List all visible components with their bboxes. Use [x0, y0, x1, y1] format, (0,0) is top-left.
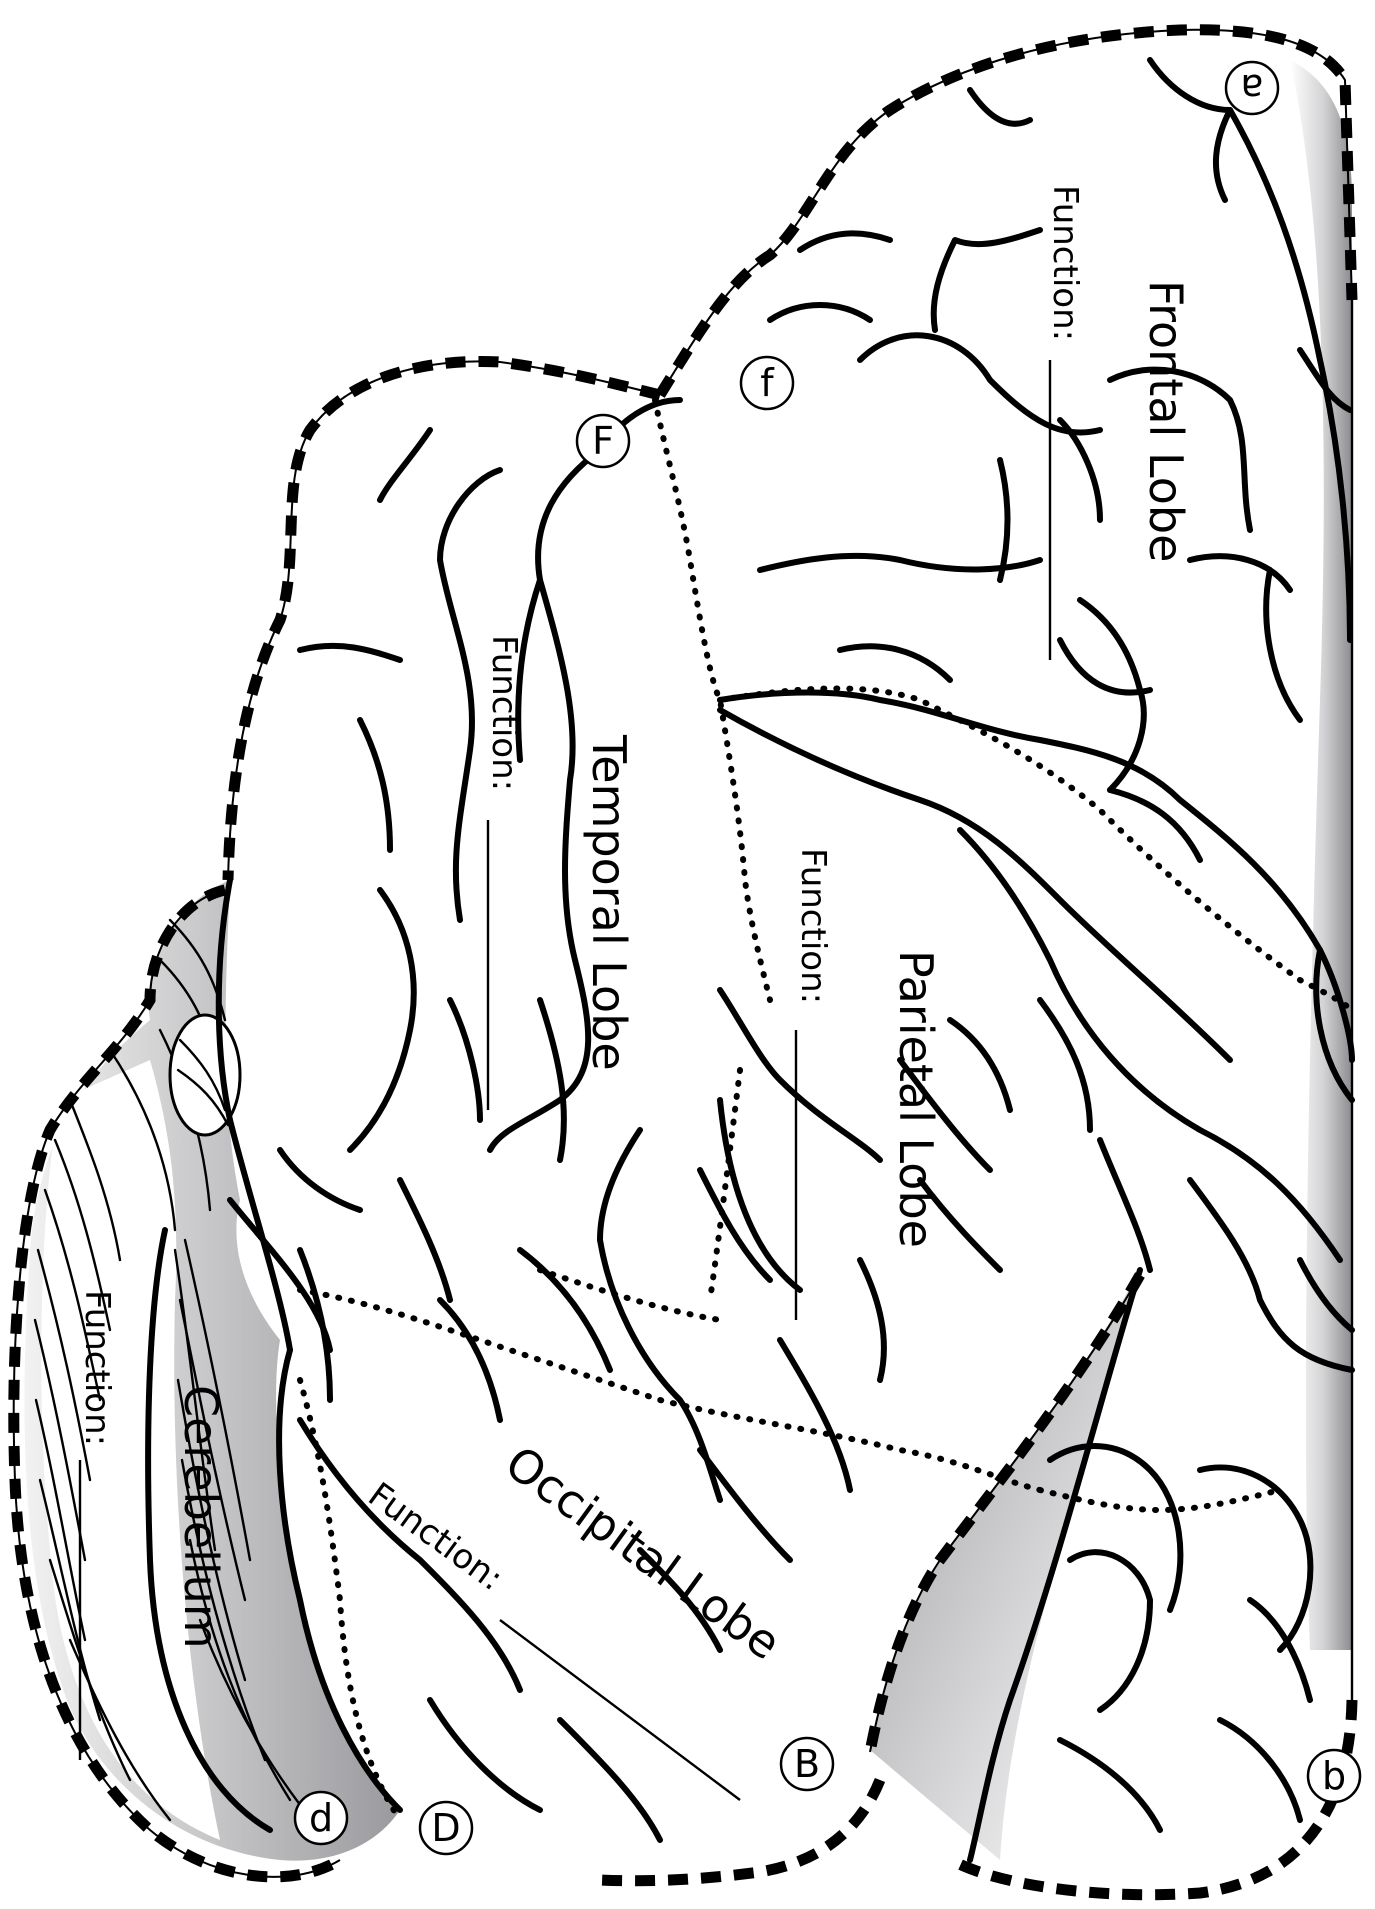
- svg-text:f: f: [760, 361, 775, 405]
- parietal-lobe-label: Parietal Lobe: [889, 950, 943, 1248]
- tag-a: a: [1226, 62, 1278, 114]
- tag-f: f: [741, 357, 793, 409]
- temporal-lobe-label: Temporal Lobe: [582, 734, 636, 1071]
- cerebellum-label: Cerebellum: [174, 1385, 228, 1649]
- tag-B: B: [781, 1738, 833, 1790]
- tag-b: b: [1308, 1750, 1360, 1802]
- svg-text:d: d: [309, 1796, 333, 1840]
- tag-d: d: [295, 1792, 347, 1844]
- svg-text:a: a: [1240, 66, 1263, 110]
- frontal-lobe-label: Frontal Lobe: [1139, 280, 1193, 562]
- parietal-function-label: Function:: [793, 848, 833, 1004]
- svg-text:D: D: [431, 1806, 460, 1850]
- cerebellum-function-label: Function:: [77, 1290, 117, 1446]
- svg-text:B: B: [794, 1742, 820, 1786]
- frontal-function-label: Function:: [1045, 185, 1085, 341]
- svg-text:b: b: [1322, 1754, 1346, 1798]
- svg-text:F: F: [592, 419, 614, 463]
- tag-D: D: [420, 1802, 472, 1854]
- temporal-function-label: Function:: [484, 635, 524, 791]
- tag-F: F: [577, 415, 629, 467]
